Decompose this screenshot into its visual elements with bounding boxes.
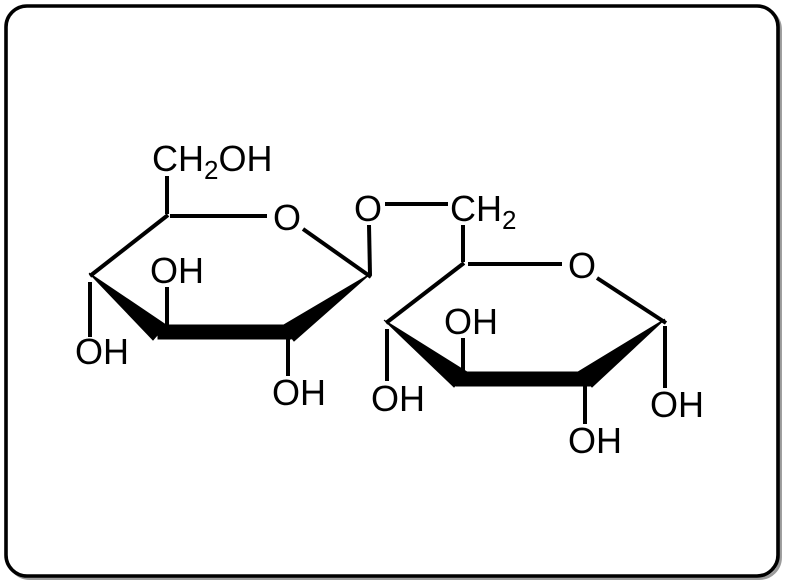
linker-ch2-label: CH2 bbox=[450, 188, 516, 235]
left-ring-front-bar bbox=[157, 324, 292, 340]
right-ring-c2-oh-label: OH bbox=[568, 420, 622, 461]
left-ring-c3-oh-label: OH bbox=[150, 250, 204, 291]
frame-border bbox=[4, 4, 780, 578]
right-c4-to-c5-bond bbox=[384, 261, 466, 325]
right-ring-front-bar bbox=[455, 371, 591, 387]
left-ring-c4-oh-label: OH bbox=[75, 331, 129, 372]
left-ring-oxygen-label: O bbox=[273, 197, 301, 238]
left-c4-to-c5-bond bbox=[88, 213, 170, 278]
right-ring-c3-oh-label: OH bbox=[444, 301, 498, 342]
left-ring-ch2oh-label: CH2OH bbox=[152, 138, 272, 185]
right-ring-c1-oh-label: OH bbox=[650, 384, 704, 425]
right-ring-wedge-c1-c2 bbox=[577, 318, 666, 388]
left-ring-c2-oh-label: OH bbox=[272, 372, 326, 413]
right-ring-o-to-c1-bond bbox=[595, 276, 668, 325]
right-ring-oxygen-label: O bbox=[568, 245, 596, 286]
left-ring-wedge-c1-c2 bbox=[281, 273, 371, 342]
left-ring-o-to-c1-bond bbox=[301, 227, 373, 279]
glycosidic-o-to-left-c1-bond bbox=[367, 224, 372, 276]
glycosidic-oxygen-label: O bbox=[354, 188, 382, 229]
right-ring-c4-oh-label: OH bbox=[371, 378, 425, 419]
